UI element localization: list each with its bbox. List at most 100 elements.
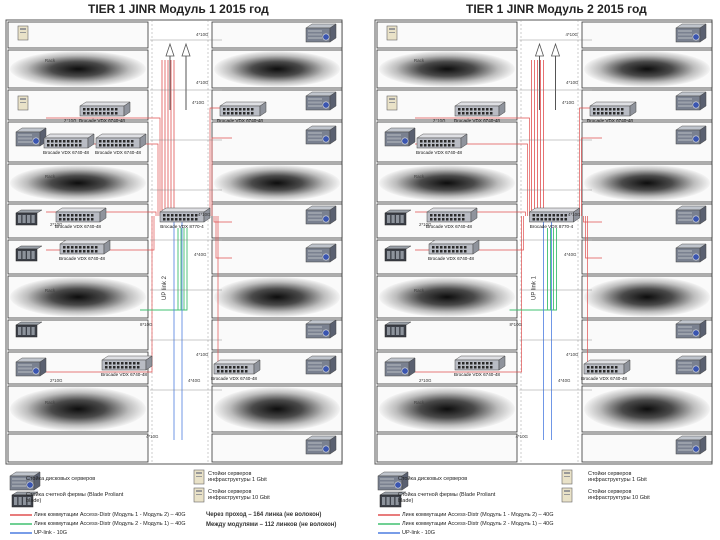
rack-row [581, 163, 713, 203]
rack-row [376, 275, 518, 319]
legend-blade-server-icon [379, 491, 407, 508]
legend [377, 469, 573, 534]
disk-server-icon [675, 205, 707, 225]
vertical-link-label: UP link 1 [532, 275, 538, 300]
switch-label: Brocade VDX 6740-48 [79, 118, 125, 123]
port-label: 2*10G [64, 118, 77, 123]
vertical-link-label: UP link 2 [162, 275, 168, 300]
red-link [583, 216, 602, 223]
rack-row [7, 49, 149, 89]
disk-server-icon [384, 127, 416, 147]
disk-server-icon [305, 435, 337, 455]
port-label: 4*40G [194, 252, 207, 257]
port-label: 4*10G [568, 212, 581, 217]
network-switch: Brocade VDX 6740-48 [59, 239, 111, 261]
green-link [140, 228, 188, 311]
rack-row [376, 163, 518, 203]
port-label: 8*10G [510, 322, 523, 327]
port-label: 4*40G [558, 378, 571, 383]
legend-server-tower-icon [561, 487, 573, 503]
disk-server-icon [675, 91, 707, 111]
network-switch: Brocade VDX 6740-48 [101, 355, 153, 377]
legend-blade-server-icon [11, 491, 39, 508]
module-2-racks [374, 19, 713, 465]
disk-server-icon [305, 355, 337, 375]
rack-row [376, 21, 518, 49]
disk-server-icon [675, 125, 707, 145]
legend-server-tower-icon [193, 487, 205, 503]
disk-server-icon [305, 205, 337, 225]
switch-label: Brocade VDX 6740-48 [55, 224, 101, 229]
disk-server-icon [675, 355, 707, 375]
blade-server-icon [384, 245, 412, 262]
legend-blue-line-label: UP-link - 10G [34, 530, 68, 536]
legend-disk-servers-label-2: Стойка дисковых серверов [398, 476, 468, 482]
port-label: 4*10G [516, 434, 529, 439]
rack-row [7, 163, 149, 203]
legend-infra-10g-label-2: Стойки серверов инфраструктуры 10 Gbit [588, 489, 650, 501]
rack-row [211, 49, 343, 89]
switch-label: Brocade VDX 6740-48 [426, 224, 472, 229]
switch-label: Brocade VDX 6740-48 [428, 256, 474, 261]
red-link [46, 216, 153, 373]
rack-label: Rack [45, 174, 56, 179]
disk-server-icon [675, 435, 707, 455]
rack-row [376, 433, 518, 463]
blade-server-icon [15, 209, 43, 226]
network-switch: Brocade VDX 6740-48 [43, 133, 95, 155]
port-label: 4*10G [196, 80, 209, 85]
port-label: 4*10G [198, 212, 211, 217]
port-label: 4*10G [562, 100, 575, 105]
red-link [164, 60, 182, 211]
rack-row [211, 275, 343, 319]
legend-blue-line-label-2: UP-link - 10G [402, 530, 436, 536]
port-label: 4*10G [196, 352, 209, 357]
port-label: 4*10G [192, 100, 205, 105]
red-link [215, 216, 232, 259]
network-switch: Brocade VDX 8770-4 [528, 207, 581, 229]
network-switch: Brocade VDX 6740-48 [426, 207, 478, 229]
server-tower-icon [17, 95, 29, 111]
disk-server-icon [675, 243, 707, 263]
port-label: 4*10G [566, 80, 579, 85]
network-switch: Brocade VDX 6740-48 [416, 133, 468, 155]
disk-server-icon [384, 357, 416, 377]
legend-disk-server-icon [377, 471, 409, 491]
port-label: 8*10G [140, 322, 153, 327]
network-switch: Brocade VDX 6740-48 [95, 133, 147, 155]
port-label: 4*40G [564, 252, 577, 257]
disk-server-icon [305, 91, 337, 111]
port-label: 4*10G [566, 352, 579, 357]
server-tower-icon [17, 25, 29, 41]
legend-infra-1g-label: Стойки серверов инфраструктуры 1 Gbit [208, 471, 267, 483]
switch-label: Brocade VDX 6740-48 [211, 376, 257, 381]
network-switch: Brocade VDX 6740-48 [55, 207, 107, 229]
disk-server-icon [305, 319, 337, 339]
rack-row [7, 433, 149, 463]
network-switch: Brocade VDX 6740-48 [454, 101, 506, 123]
legend-disk-server-icon [9, 471, 41, 491]
module-1-racks [5, 19, 343, 465]
red-link [170, 60, 186, 211]
rack-row [581, 385, 713, 433]
network-switch: Brocade VDX 6740-48 [211, 359, 261, 381]
switch-label: Brocade VDX 6740-48 [217, 118, 263, 123]
blade-server-icon [15, 321, 43, 338]
rack-label: Rack [414, 174, 425, 179]
port-label: 2*10G [419, 222, 432, 227]
disk-server-icon [305, 23, 337, 43]
legend-red-line-label: Линк коммутации Access-Distr (Модуль 1 -… [34, 512, 186, 518]
red-link [415, 216, 522, 373]
blade-server-icon [15, 245, 43, 262]
switch-label: Brocade VDX 6740-48 [581, 376, 627, 381]
rack-label: Rack [45, 400, 56, 405]
legend-red-line-label-2: Линк коммутации Access-Distr (Модуль 1 -… [402, 512, 554, 518]
network-switch: Brocade VDX 6740-48 [581, 359, 631, 381]
switch-label: Brocade VDX 6740-48 [454, 372, 500, 377]
port-label: 4*10G [566, 32, 579, 37]
network-switch: Brocade VDX 6740-48 [454, 355, 506, 377]
rack-row [211, 163, 343, 203]
legend-server-tower-icon [193, 469, 205, 485]
blade-server-icon [384, 209, 412, 226]
